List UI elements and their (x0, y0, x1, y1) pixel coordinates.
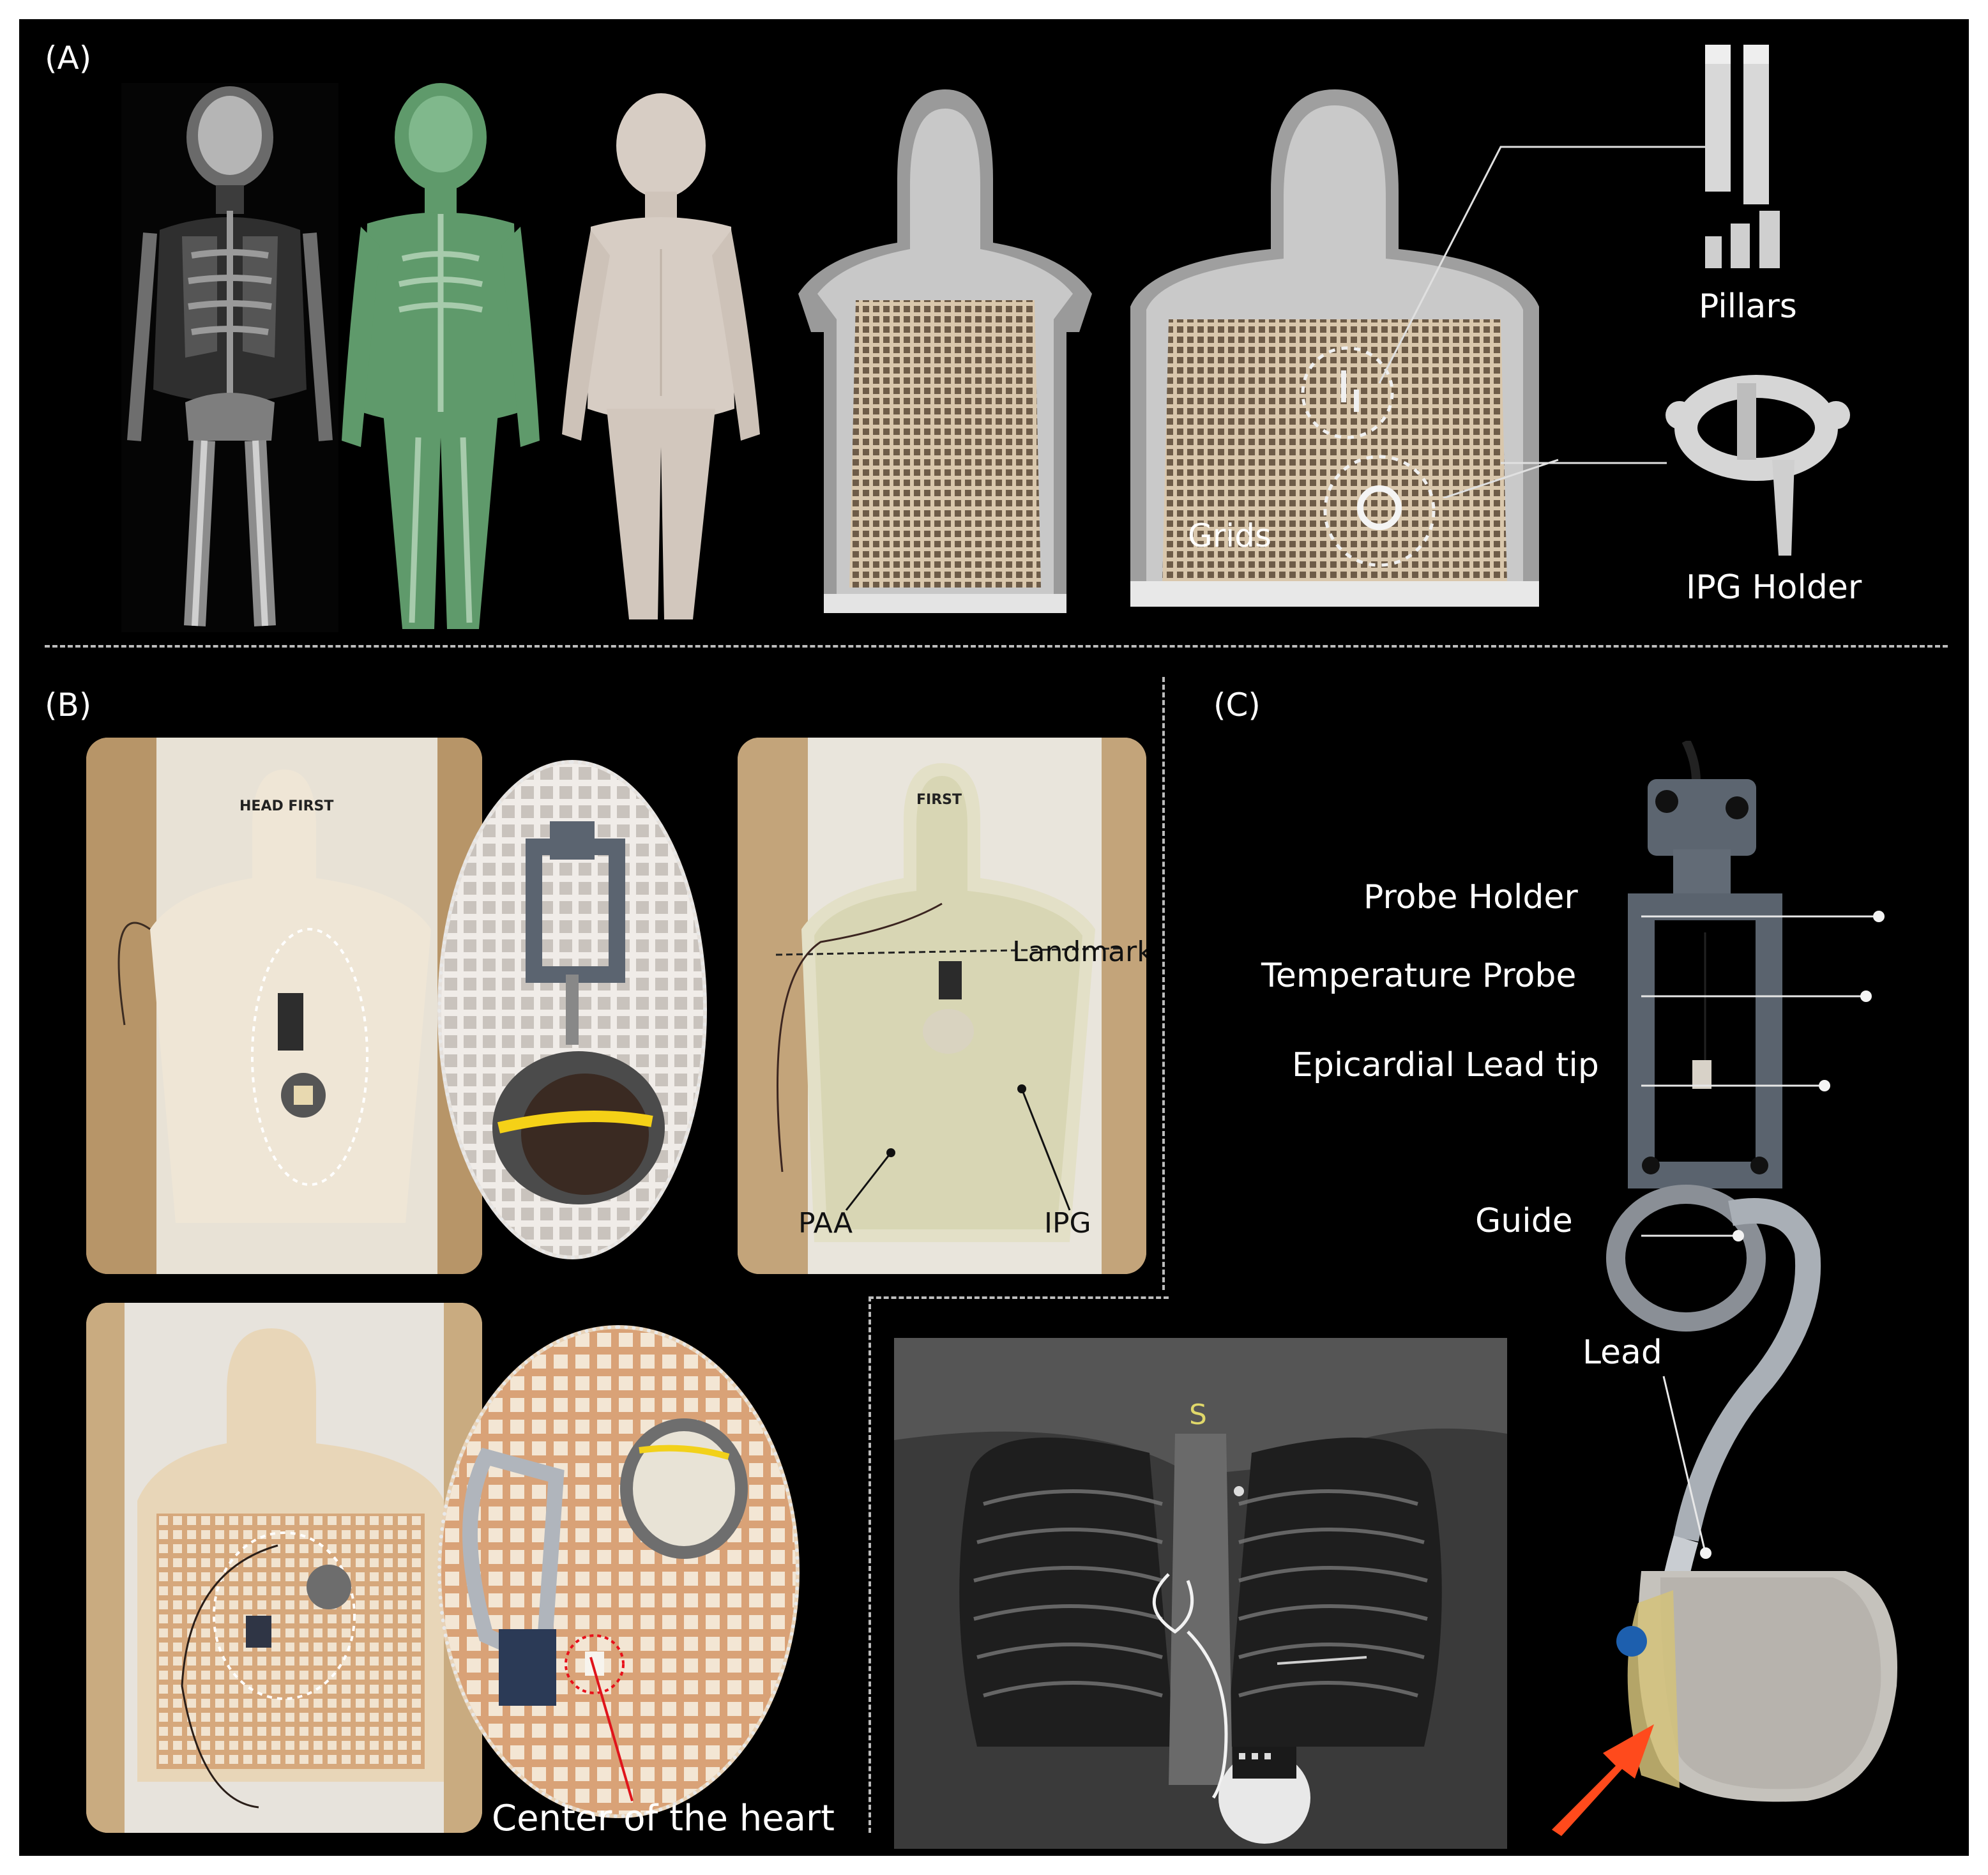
head-first-text-1: HEAD FIRST (239, 798, 334, 814)
section-divider-horizontal (45, 645, 1948, 648)
panel-a-tag: (A) (45, 40, 92, 77)
figure-canvas: (A) (19, 19, 1969, 1856)
zoom-ellipse-2 (437, 1325, 800, 1818)
paa-label: PAA (798, 1207, 853, 1240)
torso-phantom-render (798, 89, 1092, 613)
probe-assembly-photo (1606, 741, 1897, 1802)
panel-c-callouts (1641, 911, 1885, 1559)
grids-label: Grids (1188, 517, 1271, 554)
phantom-photo-2: FIRST Landmark PAA IPG (738, 738, 1146, 1274)
center-heart-leader (589, 1657, 634, 1802)
panel-b-tag: (B) (45, 687, 92, 724)
ct-scan-image (121, 83, 338, 632)
lead-label: Lead (1582, 1333, 1662, 1372)
ipg-label: IPG (1044, 1207, 1091, 1240)
pillars-render (1705, 45, 1780, 268)
phantom-photo-1: HEAD FIRST (86, 738, 482, 1274)
center-heart-label: Center of the heart (492, 1798, 835, 1839)
epicardial-lead-tip-label: Epicardial Lead tip (1292, 1046, 1599, 1084)
section-divider-vertical-2 (869, 1296, 871, 1833)
orange-arrow-icon (1552, 1724, 1654, 1836)
body-mesh-image (562, 93, 760, 619)
xray-image (894, 1338, 1507, 1849)
panel-c-tag: (C) (1213, 687, 1261, 724)
phantom-photo-3 (86, 1303, 482, 1833)
torso-assembly-render (1130, 89, 1539, 607)
temperature-probe-label: Temperature Probe (1261, 957, 1577, 995)
segmentation-image (342, 83, 540, 629)
head-first-text-2: FIRST (916, 792, 962, 808)
guide-label: Guide (1475, 1202, 1573, 1240)
landmark-label: Landmark (1012, 936, 1146, 968)
xray-marker-s: S (1189, 1399, 1207, 1431)
section-divider-short (869, 1296, 1169, 1299)
ipg-holder-label: IPG Holder (1686, 568, 1862, 607)
ipg-holder-render (1666, 375, 1850, 556)
panel-a-callouts (1378, 146, 1705, 498)
section-divider-vertical (1162, 677, 1165, 1290)
pillars-label: Pillars (1699, 287, 1797, 326)
zoom-ellipse-1 (437, 760, 707, 1259)
probe-holder-label: Probe Holder (1363, 878, 1578, 916)
